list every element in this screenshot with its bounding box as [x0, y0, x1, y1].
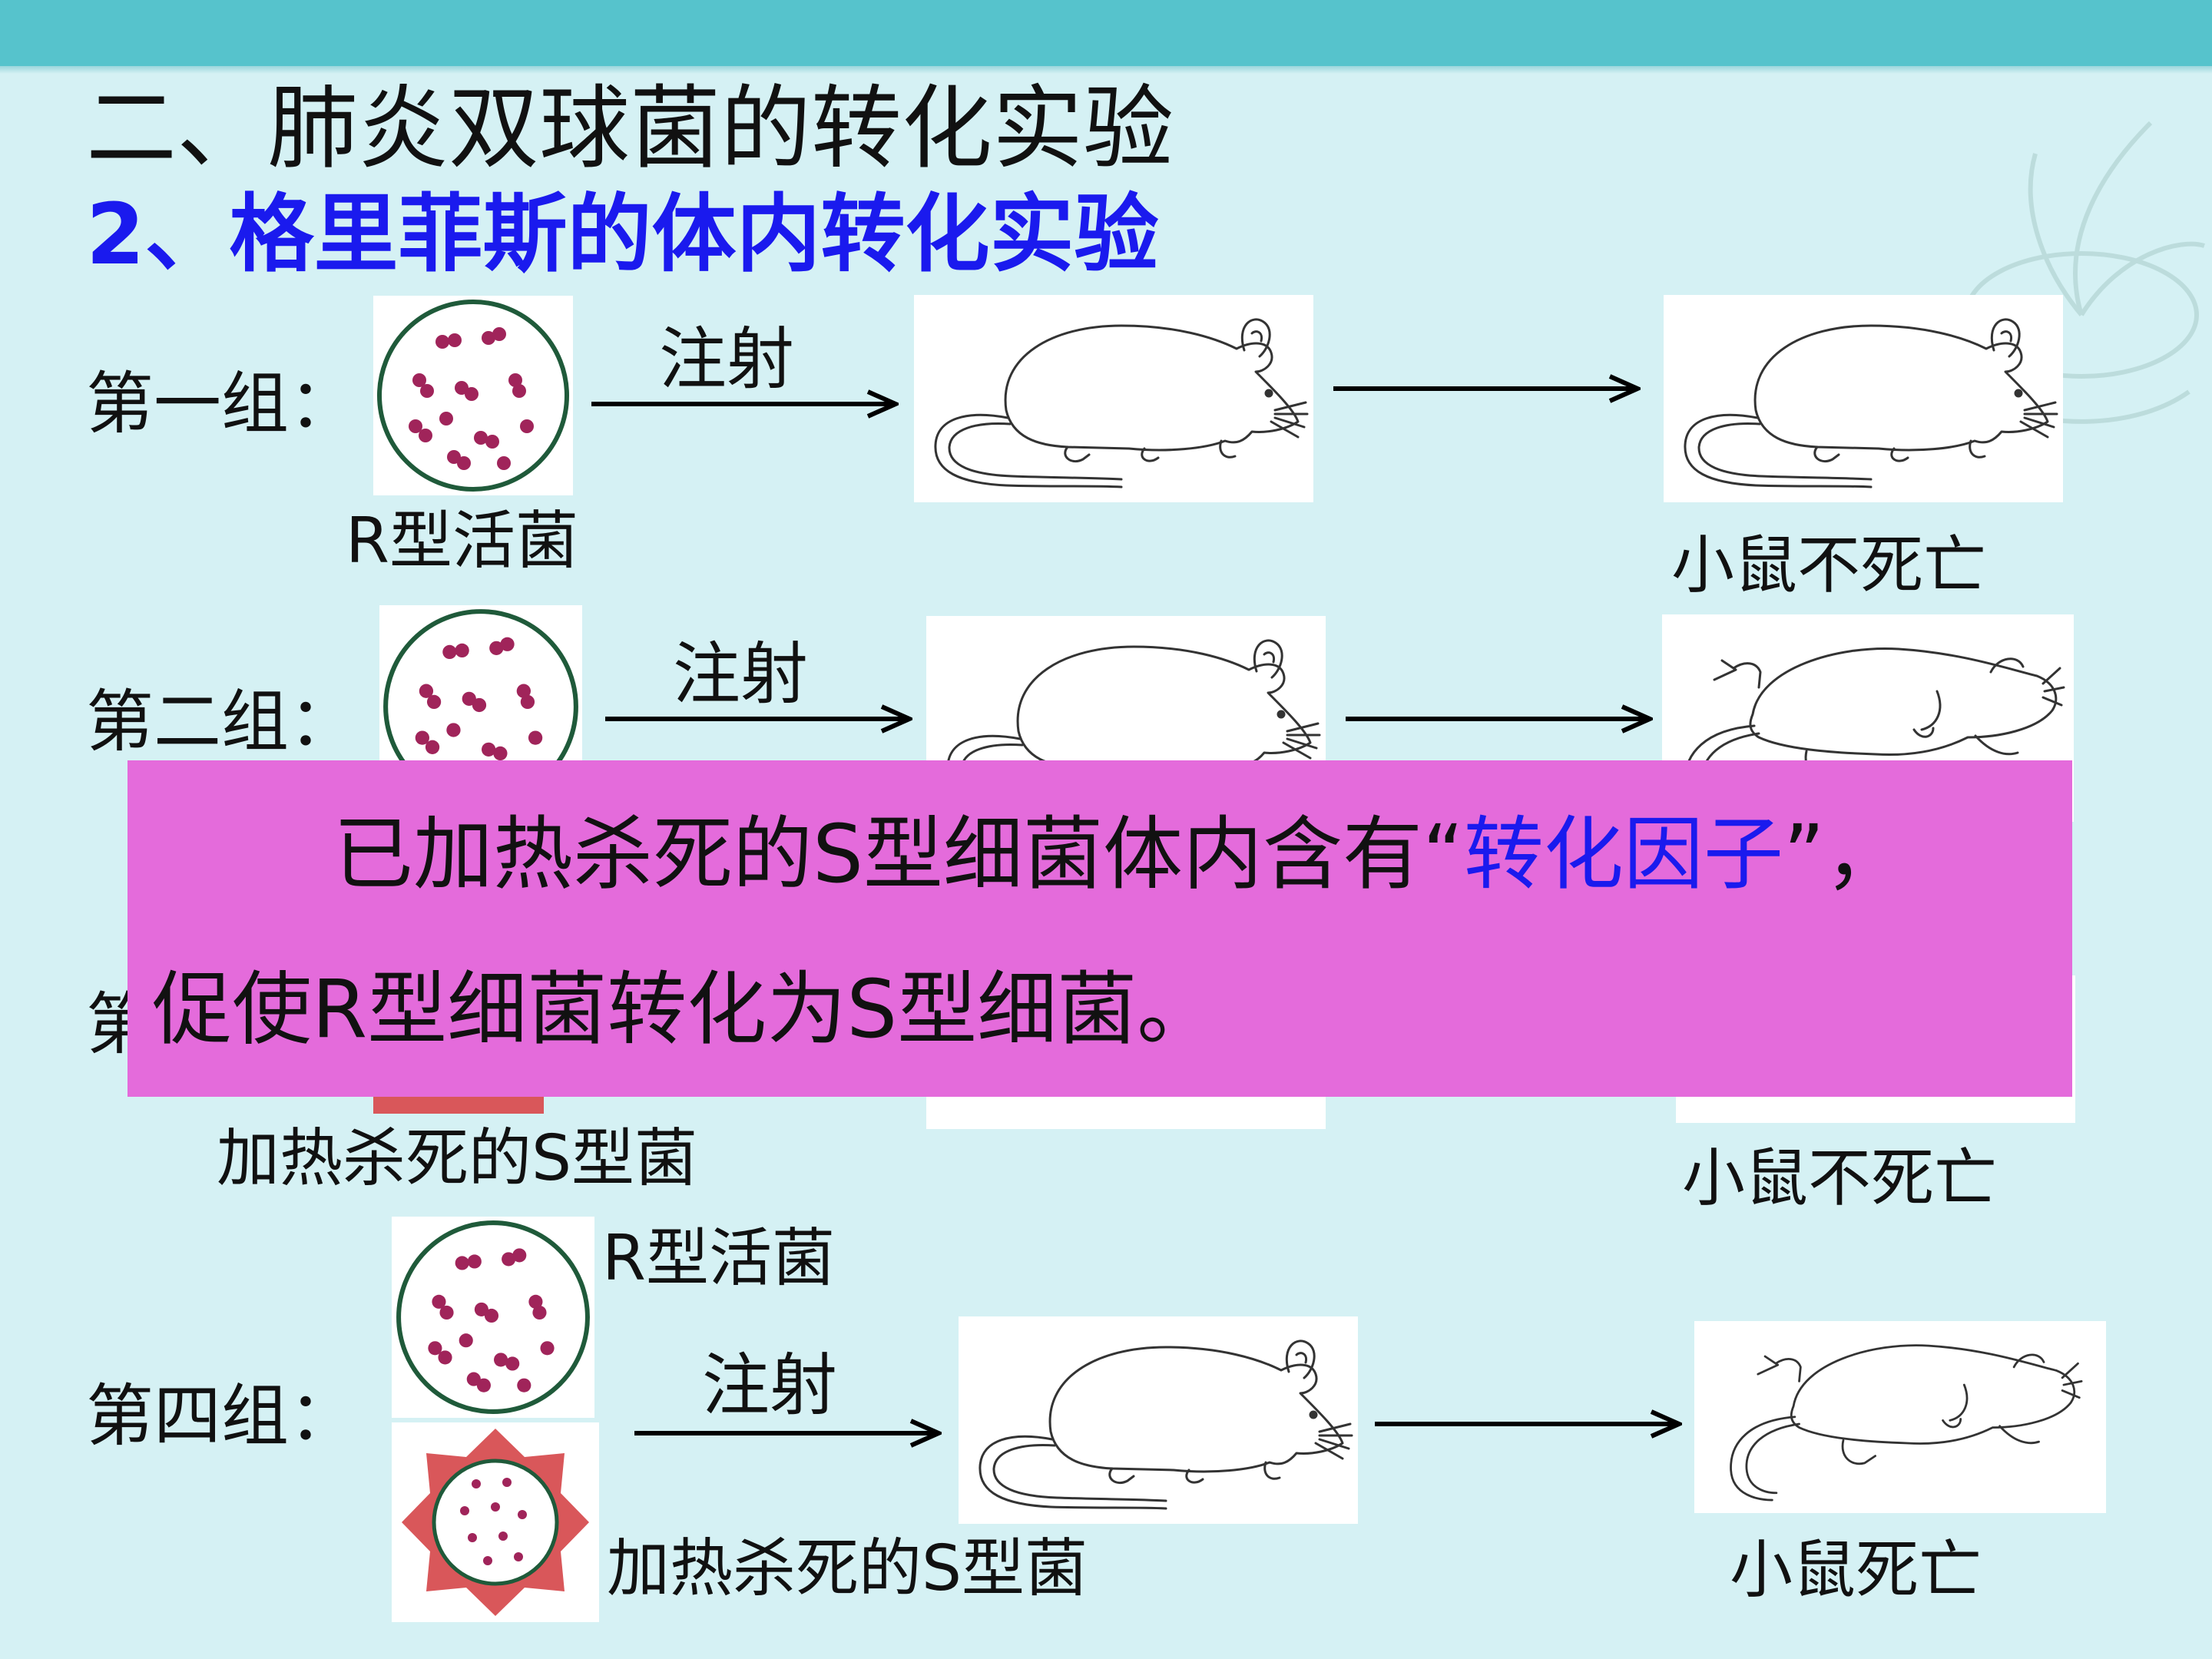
- group-4-inject-arrow: [634, 1418, 942, 1449]
- group-3-result-label: 小鼠不死亡: [1682, 1142, 1998, 1215]
- group-2-result-arrow: [1346, 704, 1653, 734]
- group-1-result-arrow: [1333, 373, 1641, 404]
- decorative-flower-illustration: [1964, 121, 2205, 424]
- top-bar-shadow: [0, 66, 2212, 74]
- group-4-s-bacteria-dish: [392, 1422, 599, 1622]
- group-1-mouse-result: [1664, 295, 2063, 502]
- group-4-s-bacteria-label: 加热杀死的S型菌: [607, 1532, 1088, 1605]
- group-1-inject-label: 注射: [659, 320, 795, 399]
- conclusion-line-1-start: 已加热杀死的S型细菌体内含有“: [333, 807, 1464, 901]
- group-1-result-label: 小鼠不死亡: [1671, 529, 1987, 602]
- group-1-mouse-injected: [914, 295, 1313, 502]
- page-title: 二、肺炎双球菌的转化实验: [86, 75, 1174, 181]
- group-3-bacteria-label: 加热杀死的S型菌: [217, 1122, 698, 1195]
- top-bar: [0, 0, 2212, 66]
- group-1-bacteria-label: R型活菌: [346, 505, 578, 578]
- conclusion-line-1: 已加热杀死的S型细菌体内含有“转化因子”，: [333, 814, 1905, 894]
- group-1-inject-arrow: [591, 389, 899, 419]
- page-subtitle: 2、格里菲斯的体内转化实验: [86, 185, 1159, 283]
- conclusion-line-1-end: ”，: [1783, 807, 1905, 901]
- group-4-inject-label: 注射: [702, 1346, 838, 1425]
- conclusion-highlight: 转化因子: [1463, 807, 1783, 901]
- conclusion-box: 已加热杀死的S型细菌体内含有“转化因子”， 促使R型细菌转化为S型细菌。: [127, 760, 2072, 1097]
- group-2-label: 第二组：: [86, 682, 357, 761]
- group-4-r-bacteria-label: R型活菌: [602, 1222, 835, 1295]
- group-4-r-bacteria-dish: [392, 1217, 594, 1418]
- group-4-label: 第四组：: [86, 1376, 357, 1455]
- group-2-inject-label: 注射: [673, 634, 809, 714]
- conclusion-line-2: 促使R型细菌转化为S型细菌。: [152, 962, 1217, 1056]
- group-4-result-label: 小鼠死亡: [1730, 1534, 1982, 1607]
- group-1-label: 第一组：: [86, 364, 357, 443]
- group-4-mouse-injected: [959, 1316, 1358, 1524]
- group-1-r-bacteria-dish: [373, 296, 573, 495]
- group-2-inject-arrow: [605, 704, 912, 734]
- group-4-mouse-result: [1694, 1321, 2106, 1513]
- group-4-result-arrow: [1375, 1409, 1682, 1439]
